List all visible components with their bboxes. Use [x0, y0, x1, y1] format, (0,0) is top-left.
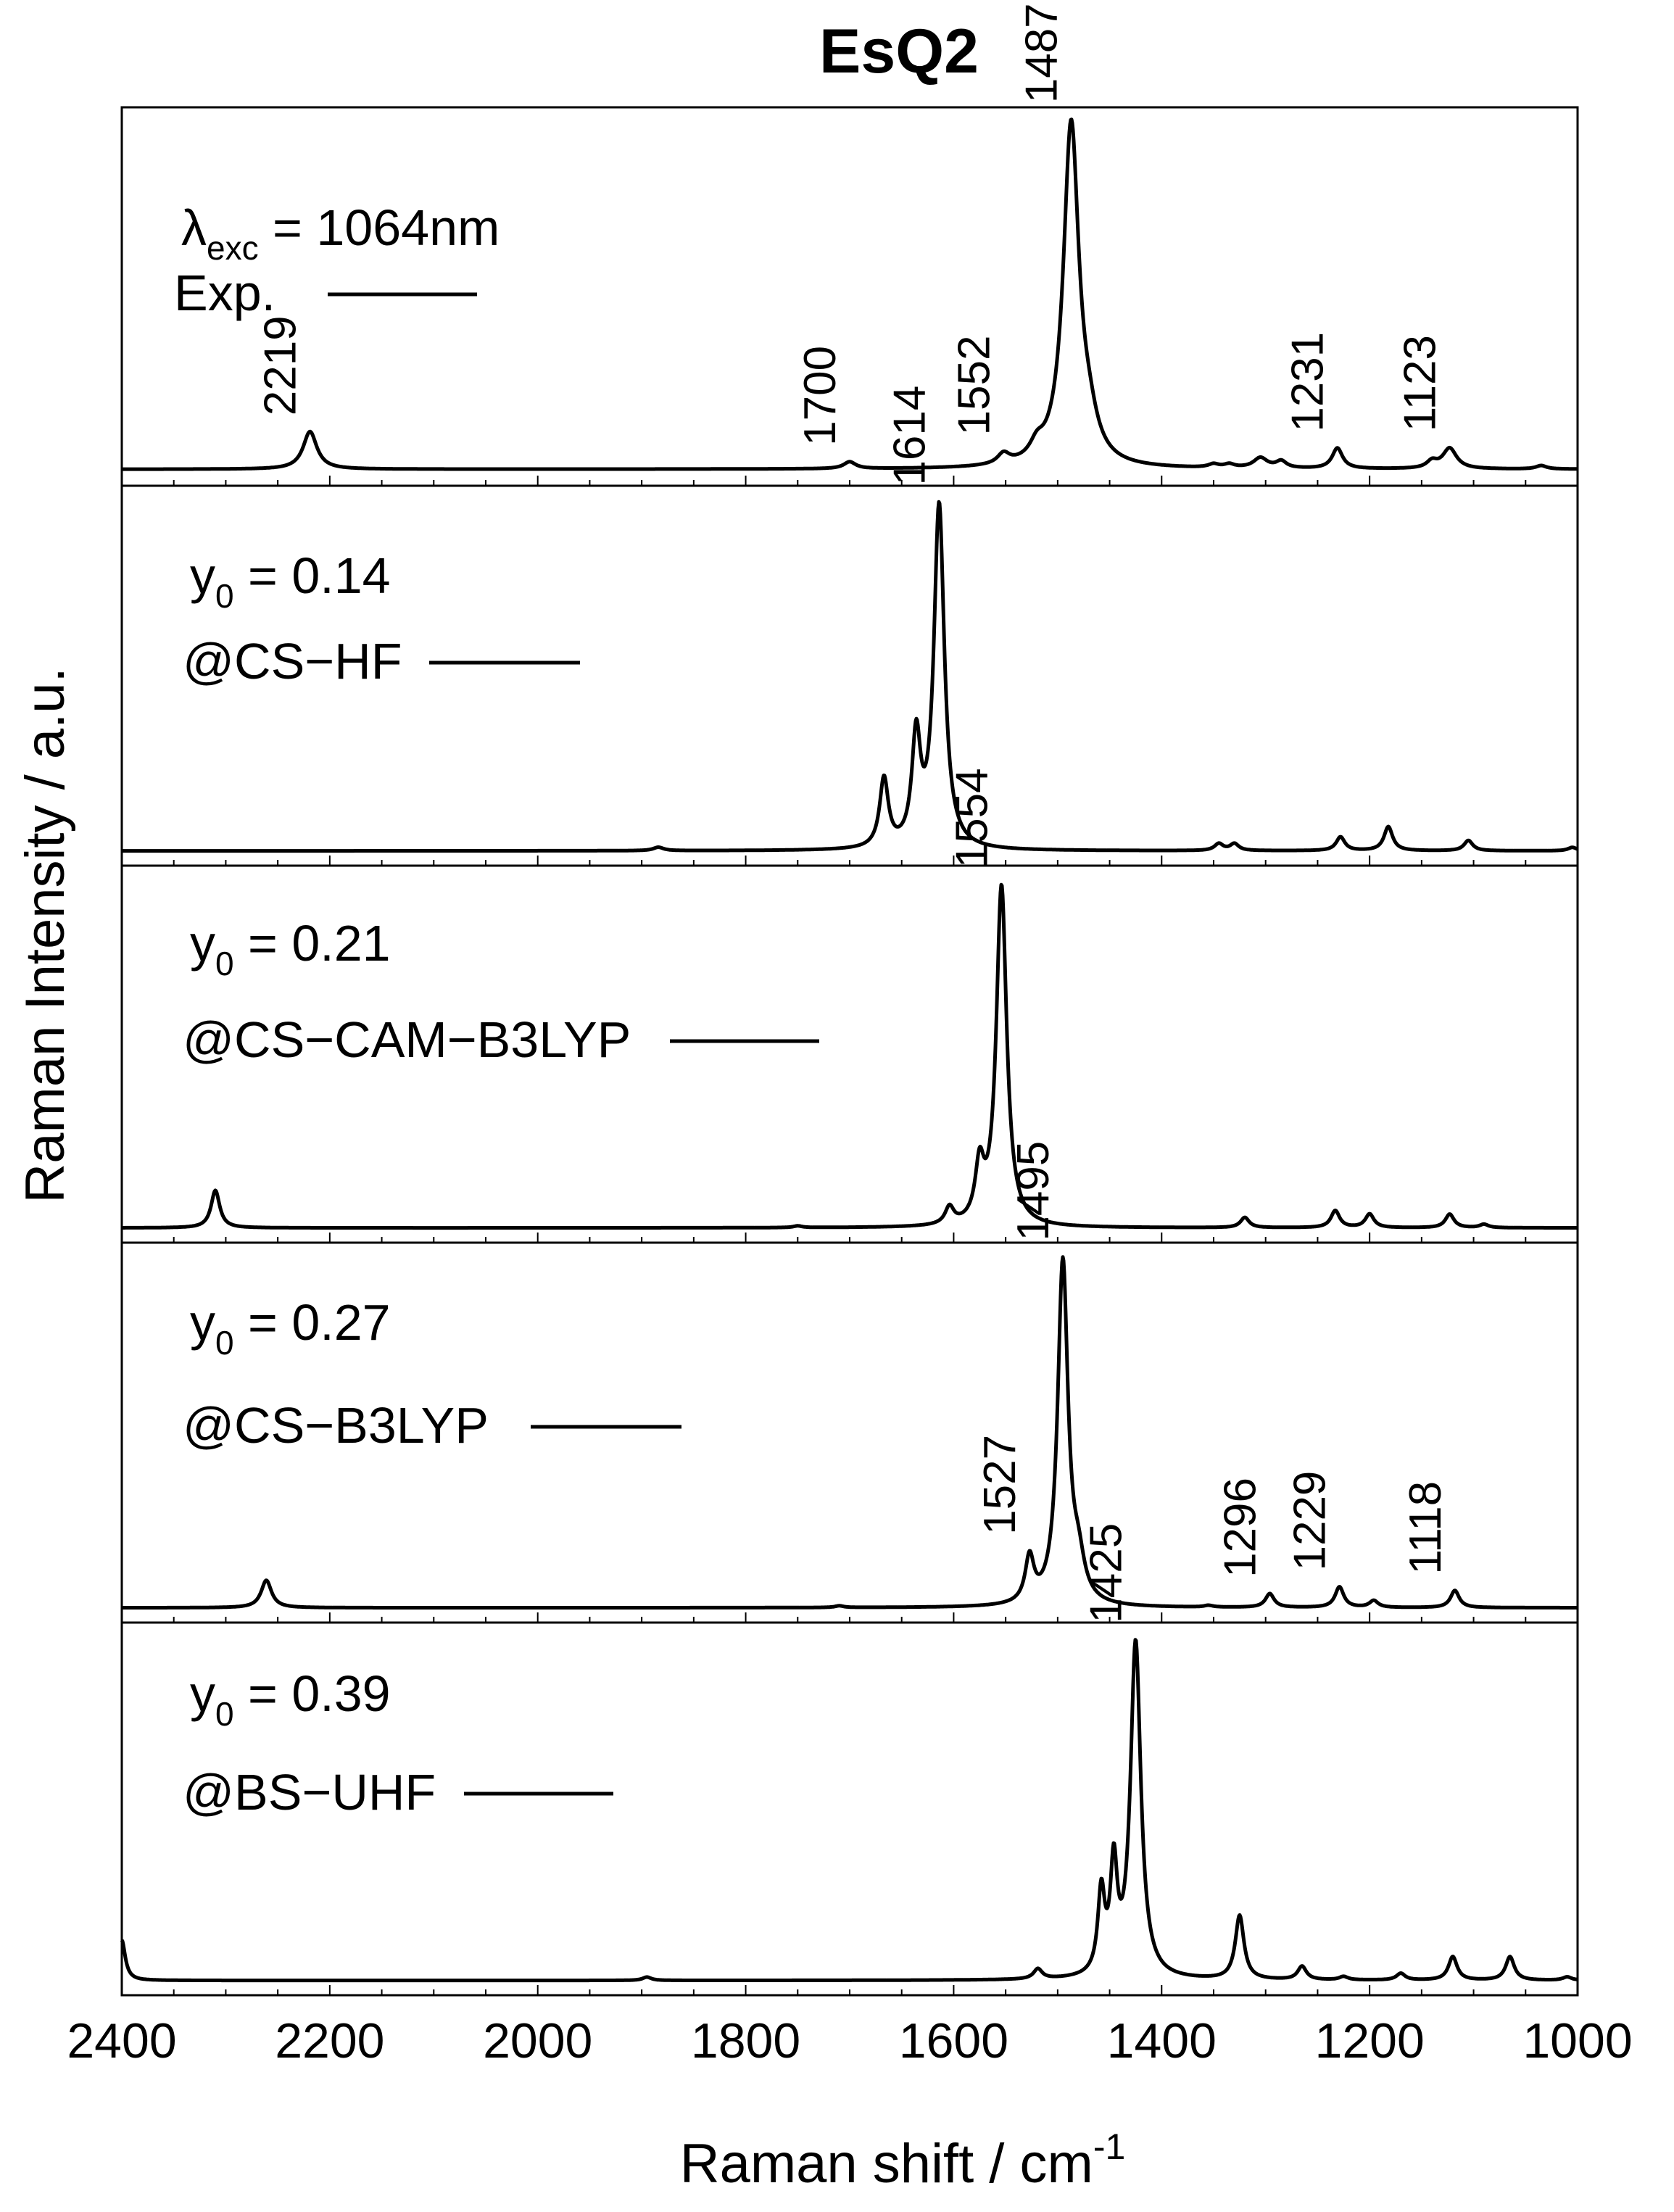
chart-title: EsQ2 — [819, 17, 979, 86]
x-tick-label: 1400 — [1107, 2013, 1217, 2068]
x-axis-label-superscript: -1 — [1093, 2126, 1125, 2167]
panel-4: 1527 1495 1296 1229 1118 y0 = 0.27 @CS−B3LYP — [120, 1141, 1579, 1624]
legend-symbol: y — [190, 1665, 215, 1722]
legend-subscript: 0 — [215, 577, 234, 615]
panel-legend-title: y0 = 0.39 — [190, 1665, 391, 1733]
peak-label: 1123 — [1396, 335, 1446, 431]
peak-label: 1118 — [1401, 1481, 1451, 1575]
x-axis-label-text: Raman shift / cm — [680, 2133, 1093, 2195]
legend-value: = 0.39 — [234, 1665, 391, 1722]
peak-label: 1296 — [1215, 1478, 1265, 1578]
x-tick-label: 1800 — [691, 2013, 800, 2068]
legend-subscript: exc — [207, 229, 259, 267]
y-axis-label: Raman Intensity / a.u. — [14, 667, 76, 1203]
legend-symbol: y — [190, 915, 215, 972]
panel-frame — [120, 106, 1579, 487]
legend-value: = 1064nm — [259, 199, 500, 256]
spectrum-line — [120, 882, 1579, 1230]
spectrum-line — [120, 500, 1579, 853]
legend-value: = 0.27 — [234, 1294, 391, 1351]
legend-value: = 0.14 — [234, 547, 391, 604]
legend-subscript: 0 — [215, 1695, 234, 1733]
x-tick-label: 1200 — [1315, 2013, 1425, 2068]
x-tick-label: 1600 — [899, 2013, 1008, 2068]
peak-label: 1425 — [1081, 1523, 1131, 1623]
legend-value: = 0.21 — [234, 915, 391, 972]
x-tick-label: 2400 — [67, 2013, 176, 2068]
panel-legend-method: @CS−B3LYP — [183, 1397, 489, 1454]
legend-subscript: 0 — [215, 945, 234, 982]
peak-label: 1231 — [1283, 332, 1333, 432]
panel-5: 1425 y0 = 0.39 @BS−UHF — [120, 1523, 1579, 1997]
peak-label: 2219 — [256, 315, 306, 415]
peak-label: 1700 — [795, 346, 845, 446]
x-axis-label: Raman shift / cm-1 — [680, 2126, 1126, 2195]
peak-label: 1487 — [1017, 3, 1067, 103]
panel-2: 1614 y0 = 0.14 @CS−HF — [120, 386, 1579, 867]
panel-legend-method: Exp. — [174, 265, 275, 321]
panel-legend-title: y0 = 0.27 — [190, 1294, 391, 1362]
panel-legend-title: y0 = 0.14 — [190, 547, 391, 615]
panel-3: 1554 y0 = 0.21 @CS−CAM−B3LYP — [120, 768, 1579, 1244]
peak-label: 1614 — [884, 386, 935, 486]
panel-legend-title: λexc = 1064nm — [181, 199, 500, 267]
spectrum-line — [120, 1255, 1579, 1610]
legend-subscript: 0 — [215, 1324, 234, 1362]
peak-label: 1229 — [1285, 1471, 1335, 1571]
spectrum-line — [120, 1638, 1579, 1983]
peak-label: 1527 — [975, 1435, 1025, 1535]
x-tick-label: 2200 — [275, 2013, 384, 2068]
peak-label: 1552 — [949, 336, 999, 436]
spectrum-line — [120, 117, 1579, 471]
peak-label: 1495 — [1008, 1141, 1058, 1241]
panel-legend-method: @CS−CAM−B3LYP — [183, 1011, 631, 1068]
legend-symbol: λ — [181, 199, 207, 256]
legend-symbol: y — [190, 1294, 215, 1351]
panel-legend-method: @BS−UHF — [183, 1764, 436, 1820]
x-tick-label: 2000 — [483, 2013, 592, 2068]
legend-symbol: y — [190, 547, 215, 604]
panel-legend-method: @CS−HF — [183, 633, 402, 689]
x-axis: 2400 2200 2000 1800 1600 1400 1200 1000 — [67, 2013, 1632, 2068]
peak-label: 1554 — [947, 768, 997, 868]
x-tick-label: 1000 — [1522, 2013, 1632, 2068]
panel-legend-title: y0 = 0.21 — [190, 915, 391, 982]
